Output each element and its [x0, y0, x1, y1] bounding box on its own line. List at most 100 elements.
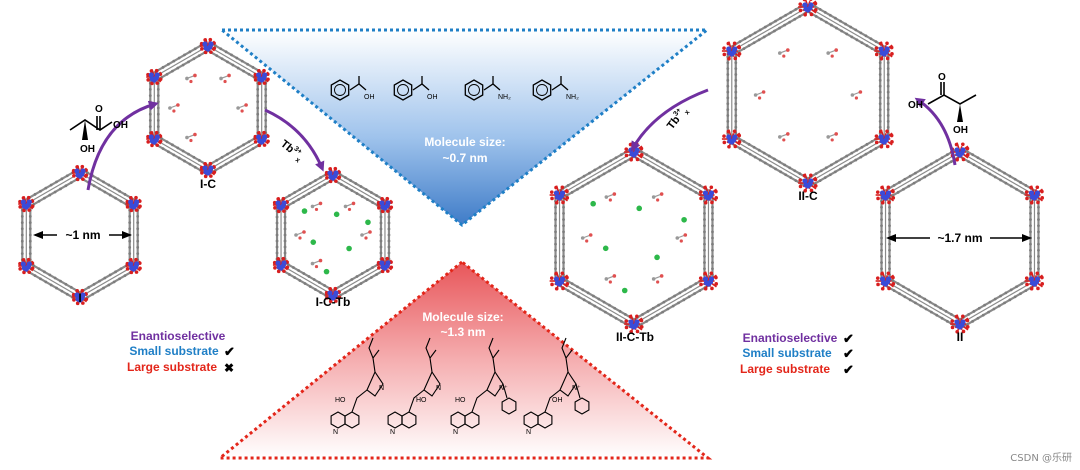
linker-atom: [789, 11, 792, 14]
linker-atom: [734, 91, 737, 94]
linker-atom: [554, 230, 557, 233]
linker-atom: [340, 183, 343, 186]
oxygen-atom: [555, 201, 559, 205]
legend-right-small-mark: ✔: [843, 346, 854, 361]
linker-atom: [599, 166, 602, 169]
carbon-atom: [605, 277, 609, 281]
linker-atom: [288, 273, 291, 276]
linker-atom: [939, 166, 942, 169]
label-II-C-Tb: II-C-Tb: [616, 330, 654, 344]
linker-atom: [149, 119, 152, 122]
linker-atom: [737, 137, 740, 140]
linker-atom: [178, 157, 181, 160]
guest-lactate: [652, 274, 664, 283]
oxygen-atom: [328, 287, 332, 291]
quinoline-nitrogen-label: N: [526, 429, 531, 436]
carbon-atom: [311, 262, 315, 266]
oxygen-atom: [1029, 272, 1033, 276]
linker-atom: [993, 308, 996, 311]
linker-atom: [793, 169, 796, 172]
oxygen-atom: [758, 96, 761, 99]
linker-atom: [743, 140, 746, 143]
linker-atom: [340, 284, 343, 287]
linker-atom: [562, 237, 565, 240]
linker-atom: [773, 30, 776, 33]
oxygen-atom: [709, 185, 713, 189]
linker-atom: [114, 197, 117, 200]
linker-atom: [583, 298, 586, 301]
linker-atom: [698, 184, 701, 187]
oxygen-atom: [887, 201, 891, 205]
linker-bond: [806, 10, 882, 54]
linker-atom: [726, 85, 729, 88]
oxygen-atom: [733, 57, 737, 61]
oxygen-atom: [803, 13, 807, 17]
oxygen-atom: [561, 185, 565, 189]
linker-atom: [592, 295, 595, 298]
linker-atom: [794, 8, 797, 11]
linker-atom: [284, 246, 287, 249]
guest-lactate: [754, 90, 766, 99]
linker-atom: [1029, 212, 1032, 215]
linker-atom: [256, 94, 259, 97]
linker-atom: [323, 284, 326, 287]
linker-atom: [231, 150, 234, 153]
linker-atom: [764, 162, 767, 165]
oxygen-atom: [203, 38, 207, 42]
tb-ion: [622, 288, 628, 294]
oxygen-atom: [18, 205, 22, 209]
linker-atom: [893, 184, 896, 187]
oxygen-atom: [85, 174, 89, 178]
oxygen-atom: [298, 236, 301, 239]
linker-atom: [157, 119, 160, 122]
oxygen-atom: [1025, 276, 1029, 280]
carbon-atom: [826, 51, 830, 55]
linker-atom: [318, 186, 321, 189]
oxygen-atom: [286, 266, 290, 270]
metal-atom: [731, 49, 736, 54]
oxygen-atom: [876, 190, 880, 194]
linker-atom: [167, 150, 170, 153]
oxygen-atom: [876, 283, 880, 287]
functional-group-label: NH₂: [566, 94, 579, 101]
oxygen-atom: [722, 46, 726, 50]
linker-atom: [909, 175, 912, 178]
linker-atom: [971, 153, 974, 156]
linker-atom: [887, 67, 890, 70]
linker-atom: [645, 320, 648, 323]
metal-atom: [1034, 279, 1039, 284]
linker-atom: [29, 221, 32, 224]
linker-atom: [682, 175, 685, 178]
linker-atom: [994, 176, 997, 179]
linker-atom: [734, 114, 737, 117]
guest-lactate: [311, 202, 323, 211]
oxygen-atom: [193, 74, 197, 78]
linker-atom: [50, 284, 53, 287]
linker-atom: [999, 295, 1002, 298]
linker-atom: [178, 57, 181, 60]
oxygen-atom: [855, 96, 858, 99]
oxygen-atom: [1025, 283, 1029, 287]
guest-lactate: [676, 233, 688, 242]
oxygen-atom: [159, 78, 163, 82]
oxygen-atom: [831, 54, 834, 57]
linker-atom: [624, 160, 627, 163]
linker-atom: [182, 150, 185, 153]
linker-atom: [194, 47, 197, 50]
linker-atom: [588, 301, 591, 304]
linker-atom: [64, 283, 67, 286]
linker-atom: [879, 73, 882, 76]
linker-atom: [554, 255, 557, 258]
tb-ion: [365, 219, 371, 225]
linker-bond: [333, 175, 385, 205]
linker-atom: [663, 172, 666, 175]
oxygen-atom: [138, 205, 142, 209]
oxygen-atom: [213, 171, 217, 175]
metal-atom: [884, 137, 889, 142]
tb-ion: [302, 208, 308, 214]
linker-atom: [978, 307, 981, 310]
linker-atom: [879, 67, 882, 70]
svg-text:Tb3+x: Tb3+x: [277, 137, 306, 164]
linker-atom: [350, 189, 353, 192]
linker-atom: [344, 176, 347, 179]
